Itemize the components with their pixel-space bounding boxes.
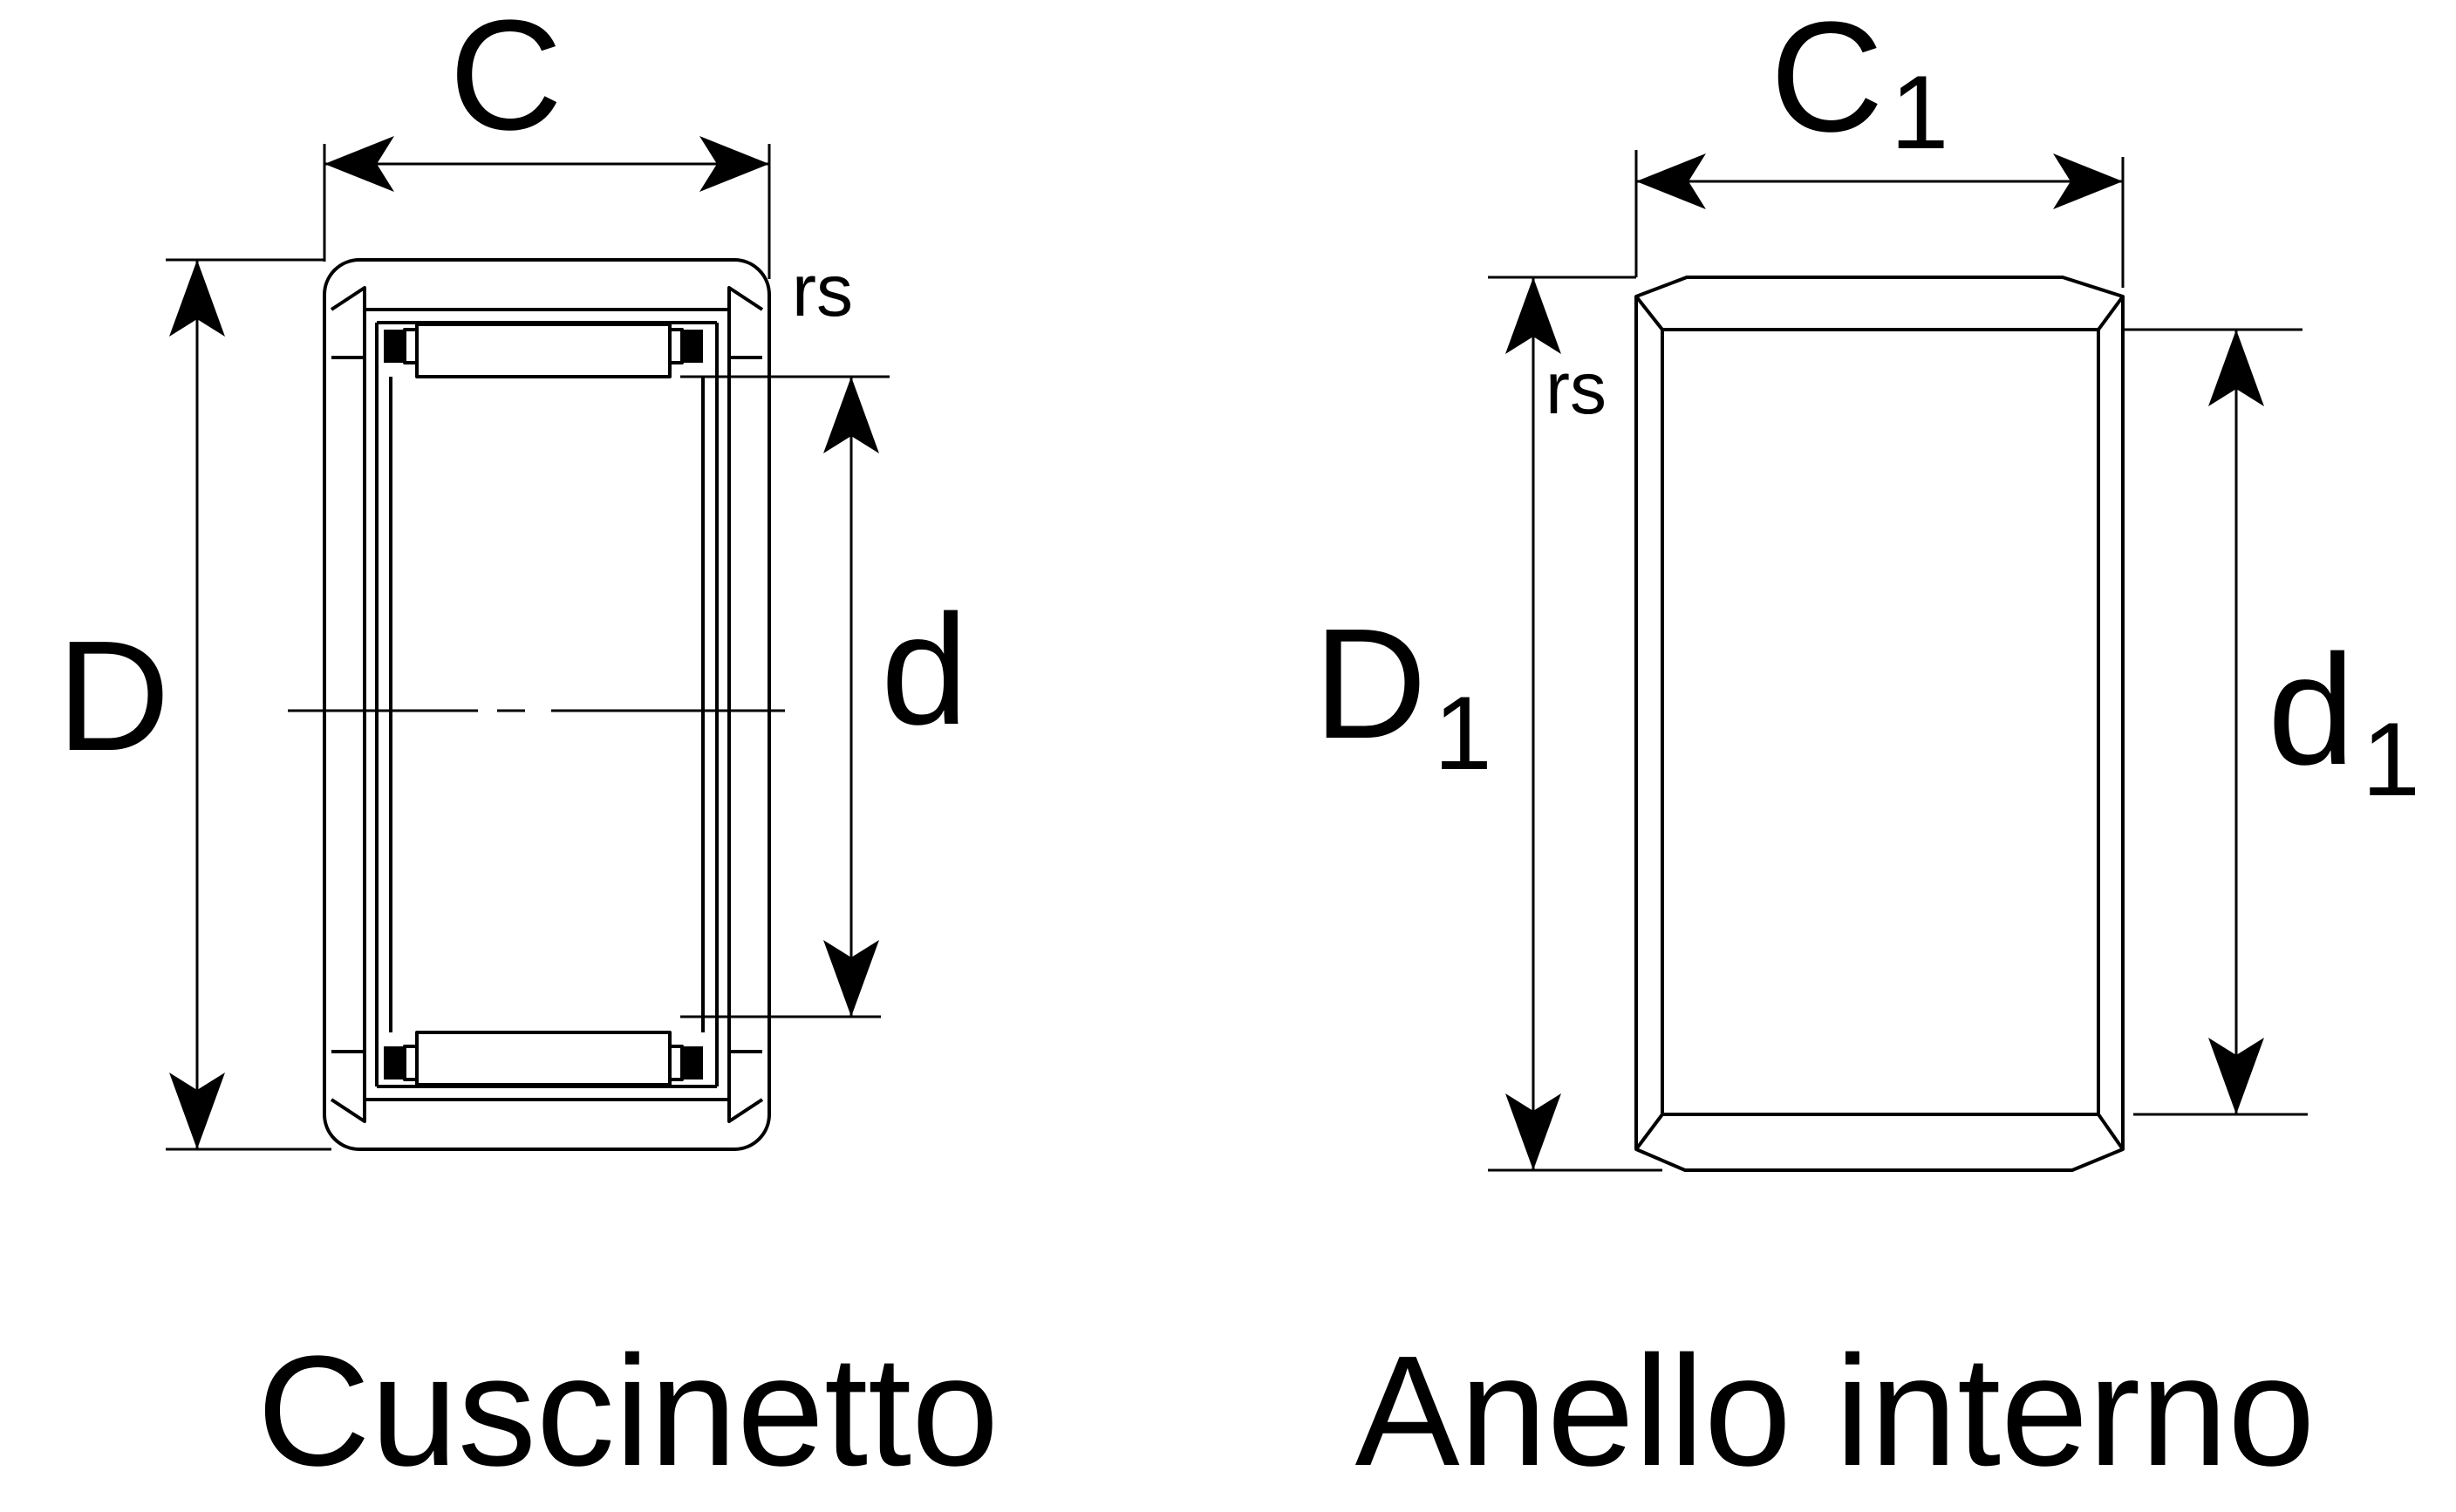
inner-ring-width-label: C1 [1770,0,1949,171]
bearing-outer-diameter-label: D [57,609,170,784]
bearing-chamfer-label: rs [792,249,853,331]
bearing-width-dimension [323,136,771,279]
inner-ring-outline [1634,276,2125,1172]
inner-ring-caption: Anello interno [1355,1324,2316,1499]
inner-ring-outer-diameter-dimension [1488,276,1662,1172]
inner-ring-width-dimension [1634,150,2125,288]
bearing-outer-shell [323,258,771,1151]
inner-ring-chamfer-label: rs [1545,347,1607,429]
bearing-inner-diameter-label: d [881,582,968,758]
bearing-outer-diameter-dimension [166,258,331,1151]
bearing-caption: Cuscinetto [257,1324,999,1499]
inner-ring-outer-diameter-label: D1 [1313,596,1492,792]
bottom-needle-roller [415,1031,672,1086]
top-needle-roller [415,323,672,378]
bearing-drawing [288,258,785,1151]
inner-ring-inner-diameter-dimension [2123,328,2308,1116]
inner-ring-drawing [1634,276,2125,1172]
inner-ring-inner-diameter-label: d1 [2268,623,2420,818]
bearing-width-label: C [449,0,563,163]
bearing-inner-diameter-dimension [680,375,890,1018]
